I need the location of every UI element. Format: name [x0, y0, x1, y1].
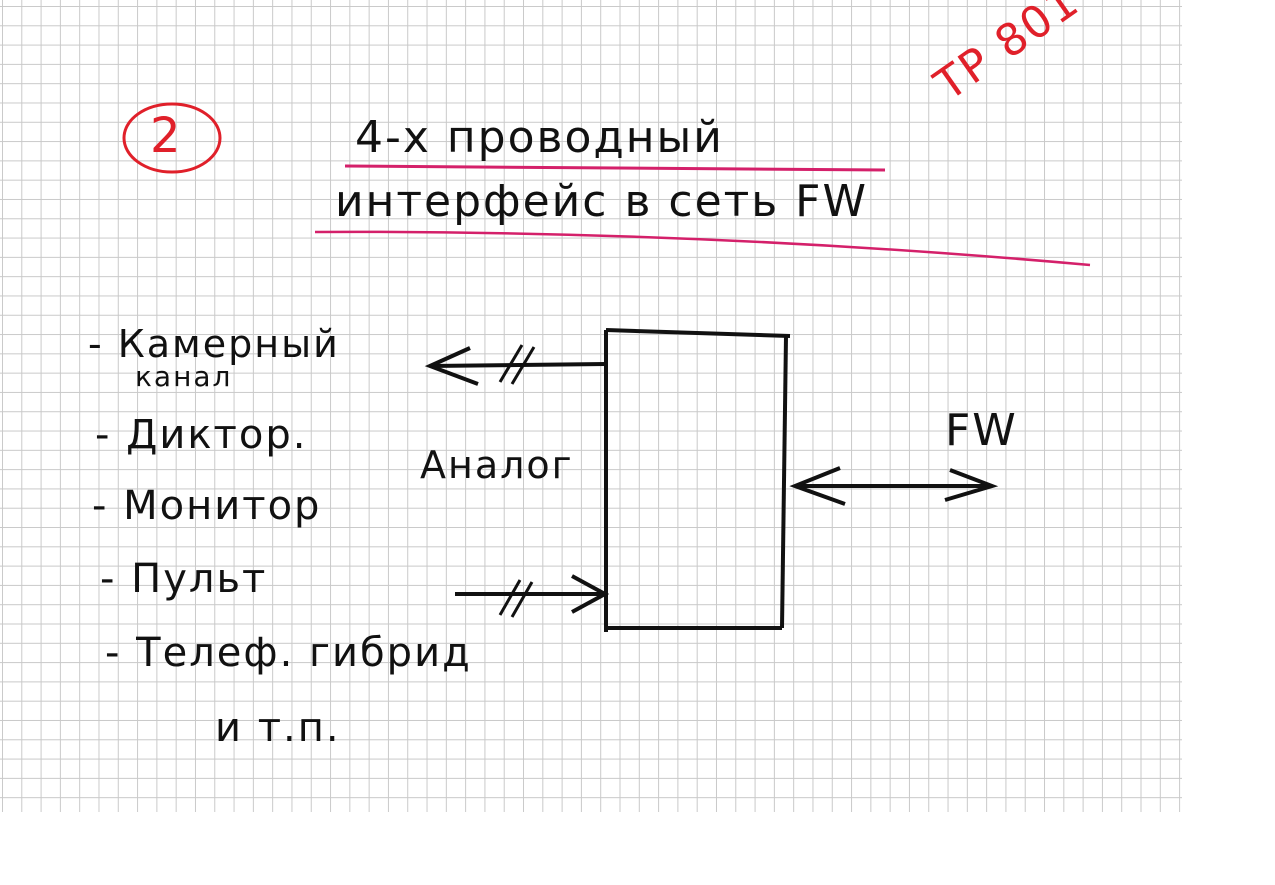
bidirectional-arrow: [789, 466, 999, 506]
list-item-announcer: - Диктор.: [95, 412, 308, 458]
title-underline-1: [344, 164, 886, 172]
list-item-monitor: - Монитор: [92, 483, 322, 529]
page-number: 2: [150, 108, 183, 164]
title-line-1: 4-х проводный: [355, 112, 724, 163]
input-arrow: [455, 574, 610, 618]
list-item-camera: - Камерный: [88, 322, 340, 366]
device-label-fw: FW: [945, 405, 1018, 456]
page-number-circle: [122, 102, 222, 174]
list-item-etc: и т.п.: [215, 705, 341, 751]
title-line-2: интерфейс в сеть FW: [335, 176, 868, 227]
list-item-console: - Пульт: [100, 556, 268, 602]
device-box: [604, 328, 791, 632]
list-item-phone-hybrid: - Телеф. гибрид: [105, 630, 472, 676]
output-arrow: [424, 344, 607, 386]
list-item-channel: канал: [135, 360, 233, 393]
device-label-analog: Аналог: [420, 443, 574, 487]
title-underline-2: [314, 230, 1091, 267]
grid-paper: [0, 0, 1182, 812]
